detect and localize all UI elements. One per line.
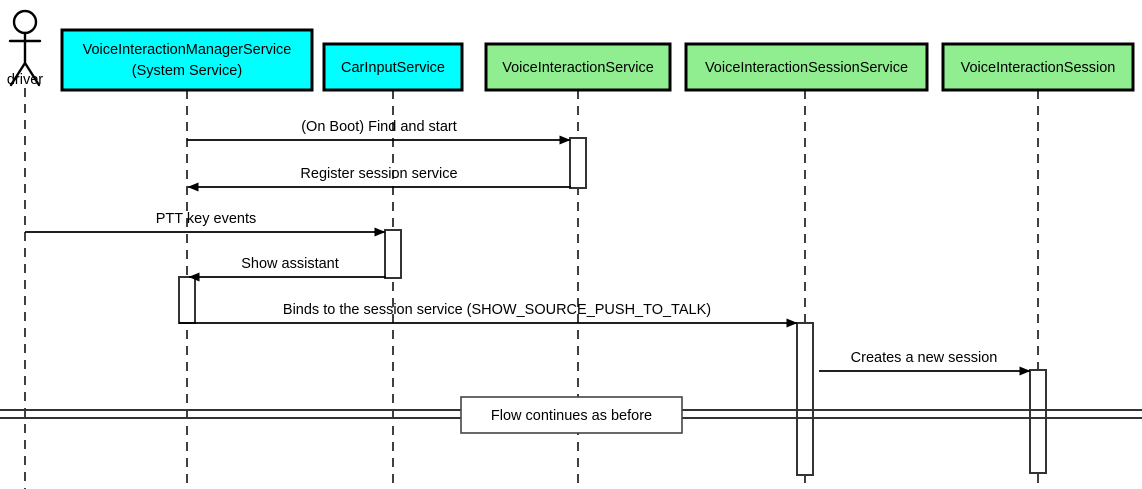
- participant-label-carinput: CarInputService: [341, 60, 445, 76]
- divider-layer: Flow continues as before: [0, 396, 1142, 434]
- participant-carinput[interactable]: CarInputService: [322, 42, 464, 92]
- participant-label-vsess: VoiceInteractionSession: [961, 60, 1116, 76]
- participant-vsess_service[interactable]: VoiceInteractionSessionService: [684, 42, 929, 92]
- participant-label-driver: driver: [7, 72, 43, 88]
- activation-bar-vis: [569, 137, 587, 189]
- message-label-m2: Register session service: [300, 166, 457, 182]
- actor-body-icon: [8, 31, 42, 87]
- flow-divider: Flow continues as before: [0, 396, 1142, 434]
- divider-box: [460, 396, 683, 434]
- message-m6[interactable]: Creates a new session: [819, 350, 1031, 376]
- activation-bar-vsess: [1029, 369, 1047, 474]
- divider-label: Flow continues as before: [491, 408, 652, 424]
- message-m5[interactable]: Binds to the session service (SHOW_SOURC…: [179, 302, 798, 328]
- participant-box-vsess[interactable]: [941, 42, 1135, 92]
- message-label-m5: Binds to the session service (SHOW_SOURC…: [283, 302, 711, 318]
- actor-head-icon: [12, 9, 38, 35]
- participant-box-vis[interactable]: [484, 42, 672, 92]
- participant-vims[interactable]: VoiceInteractionManagerService (System Se…: [60, 28, 314, 92]
- message-label-m1: (On Boot) Find and start: [301, 119, 457, 135]
- participant-label-vims-line1: VoiceInteractionManagerService: [83, 42, 292, 58]
- participant-box-carinput[interactable]: [322, 42, 464, 92]
- message-label-m6: Creates a new session: [851, 350, 998, 366]
- activation-bar-carinput: [384, 229, 402, 279]
- participant-label-vis: VoiceInteractionService: [502, 60, 654, 76]
- activation-bar-vsess_service: [796, 322, 814, 476]
- activation-bar-vims: [178, 276, 196, 324]
- participants-layer: driver VoiceInteractionManagerService (Sys…: [7, 9, 1135, 92]
- message-m2[interactable]: Register session service: [187, 166, 571, 192]
- message-label-m4: Show assistant: [241, 256, 339, 272]
- participant-vis[interactable]: VoiceInteractionService: [484, 42, 672, 92]
- participant-box-vims[interactable]: [60, 28, 314, 92]
- participant-vsess[interactable]: VoiceInteractionSession: [941, 42, 1135, 92]
- message-label-m3: PTT key events: [156, 211, 256, 227]
- message-m1[interactable]: (On Boot) Find and start: [187, 119, 571, 145]
- participant-driver[interactable]: driver: [7, 9, 43, 88]
- message-m3[interactable]: PTT key events: [25, 211, 386, 237]
- message-m4[interactable]: Show assistant: [188, 256, 386, 282]
- activations-layer: [178, 137, 1047, 476]
- participant-box-vsess_service[interactable]: [684, 42, 929, 92]
- participant-label-vims-line2: (System Service): [132, 63, 242, 79]
- participant-label-vsess_service: VoiceInteractionSessionService: [705, 60, 908, 76]
